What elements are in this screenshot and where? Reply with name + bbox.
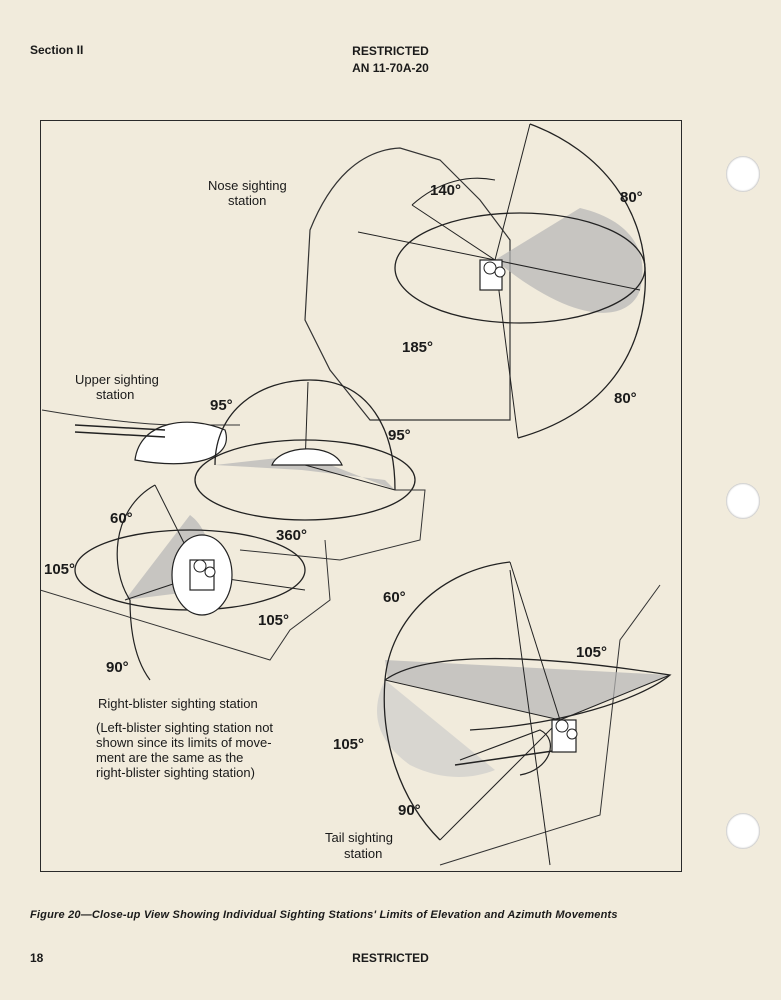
nose-angle-top: 140° <box>430 182 461 199</box>
upper-angle-left: 95° <box>210 397 233 414</box>
upper-gun-barrel <box>74 424 166 431</box>
nose-top-arc <box>411 177 496 206</box>
upper-angle-bottom: 360° <box>276 527 307 544</box>
punch-hole-3 <box>726 813 760 849</box>
blister-sight-instrument <box>189 559 216 591</box>
upper-shaded-disk <box>215 455 395 490</box>
tail-ray <box>559 674 671 721</box>
upper-gun-barrel <box>74 431 166 438</box>
nose-angle-bottom: 185° <box>402 339 433 356</box>
nose-label-line1: Nose sighting <box>208 178 287 193</box>
nose-label-line2: station <box>228 193 266 208</box>
blister-lower-arc <box>129 599 151 681</box>
blister-angle-bottom: 90° <box>106 659 129 676</box>
blister-note-line4: right-blister sighting station) <box>96 765 255 780</box>
tail-angle-top: 60° <box>383 589 406 606</box>
upper-label-line2: station <box>96 387 134 402</box>
figure-illustration: Nose sighting station 140° 80° 185° 80° … <box>40 123 672 866</box>
page-number: 18 <box>30 951 44 965</box>
blister-label: Right-blister sighting station <box>98 696 258 711</box>
nose-shaded-arc <box>495 208 643 313</box>
nose-ray <box>357 231 496 261</box>
punch-hole-1 <box>726 156 760 192</box>
upper-azimuth-ellipse <box>194 439 416 521</box>
section-label: Section II <box>30 43 84 57</box>
figure-caption: Figure 20—Close-up View Showing Individu… <box>30 909 618 921</box>
blister-fuselage-outline <box>40 539 331 661</box>
blister-note-line2: shown since its limits of move- <box>96 735 272 750</box>
nose-ray <box>411 204 496 261</box>
tail-shaded-lower <box>377 680 495 777</box>
tail-ray <box>384 679 561 721</box>
nose-elevation-arc <box>517 123 646 439</box>
blister-angle-right: 105° <box>258 612 289 629</box>
blister-note-line1: (Left-blister sighting station not <box>96 720 273 735</box>
blister-station-diagram: 60° 105° 105° 90° Right-blister sighting… <box>40 484 331 780</box>
tail-ray <box>509 561 561 721</box>
upper-sight-dome <box>271 448 343 466</box>
blister-elevation-arc <box>116 484 156 601</box>
blister-note-line3: ment are the same as the <box>96 750 243 765</box>
nose-angle-right-bottom: 80° <box>614 390 637 407</box>
figure-frame <box>40 120 682 872</box>
tail-label-line2: station <box>344 846 382 861</box>
punch-hole-2 <box>726 483 760 519</box>
blister-angle-top: 60° <box>110 510 133 527</box>
tail-fuselage-outline <box>439 584 661 866</box>
upper-label-line1: Upper sighting <box>75 372 159 387</box>
upper-elevation-dome <box>214 379 396 491</box>
tail-ray <box>439 719 561 841</box>
tail-angle-right: 105° <box>576 644 607 661</box>
upper-ray <box>304 464 396 491</box>
tail-station-diagram: 60° 105° 105° 90° Tail sighting station <box>325 561 672 866</box>
upper-angle-right: 95° <box>388 427 411 444</box>
tail-gun-barrel <box>454 749 561 766</box>
header-block: RESTRICTED AN 11-70A-20 <box>0 43 781 77</box>
tail-ray <box>509 569 551 866</box>
tail-shaded-sector <box>385 660 670 720</box>
nose-ray <box>494 123 531 261</box>
upper-turret-dome <box>134 421 227 465</box>
blister-angle-left: 105° <box>44 561 75 578</box>
nose-station-diagram: Nose sighting station 140° 80° 185° 80° <box>208 123 646 439</box>
upper-station-diagram: Upper sighting station 95° 95° 360° <box>41 372 426 561</box>
tail-label-line1: Tail sighting <box>325 830 393 845</box>
footer-classification: RESTRICTED <box>352 951 429 965</box>
tail-sight-instrument <box>551 719 578 753</box>
nose-fuselage-outline <box>304 147 511 421</box>
tail-elevation-arc <box>383 561 511 841</box>
nose-angle-right-top: 80° <box>620 189 643 206</box>
tail-angle-bottom: 90° <box>398 802 421 819</box>
header-doc-number: AN 11-70A-20 <box>352 61 429 75</box>
nose-sight-instrument <box>479 259 506 291</box>
upper-wing-outline <box>239 489 426 561</box>
nose-ray <box>494 259 641 291</box>
tail-angle-left: 105° <box>333 736 364 753</box>
header-classification: RESTRICTED <box>352 44 429 58</box>
tail-azimuth-ellipse <box>384 657 672 731</box>
